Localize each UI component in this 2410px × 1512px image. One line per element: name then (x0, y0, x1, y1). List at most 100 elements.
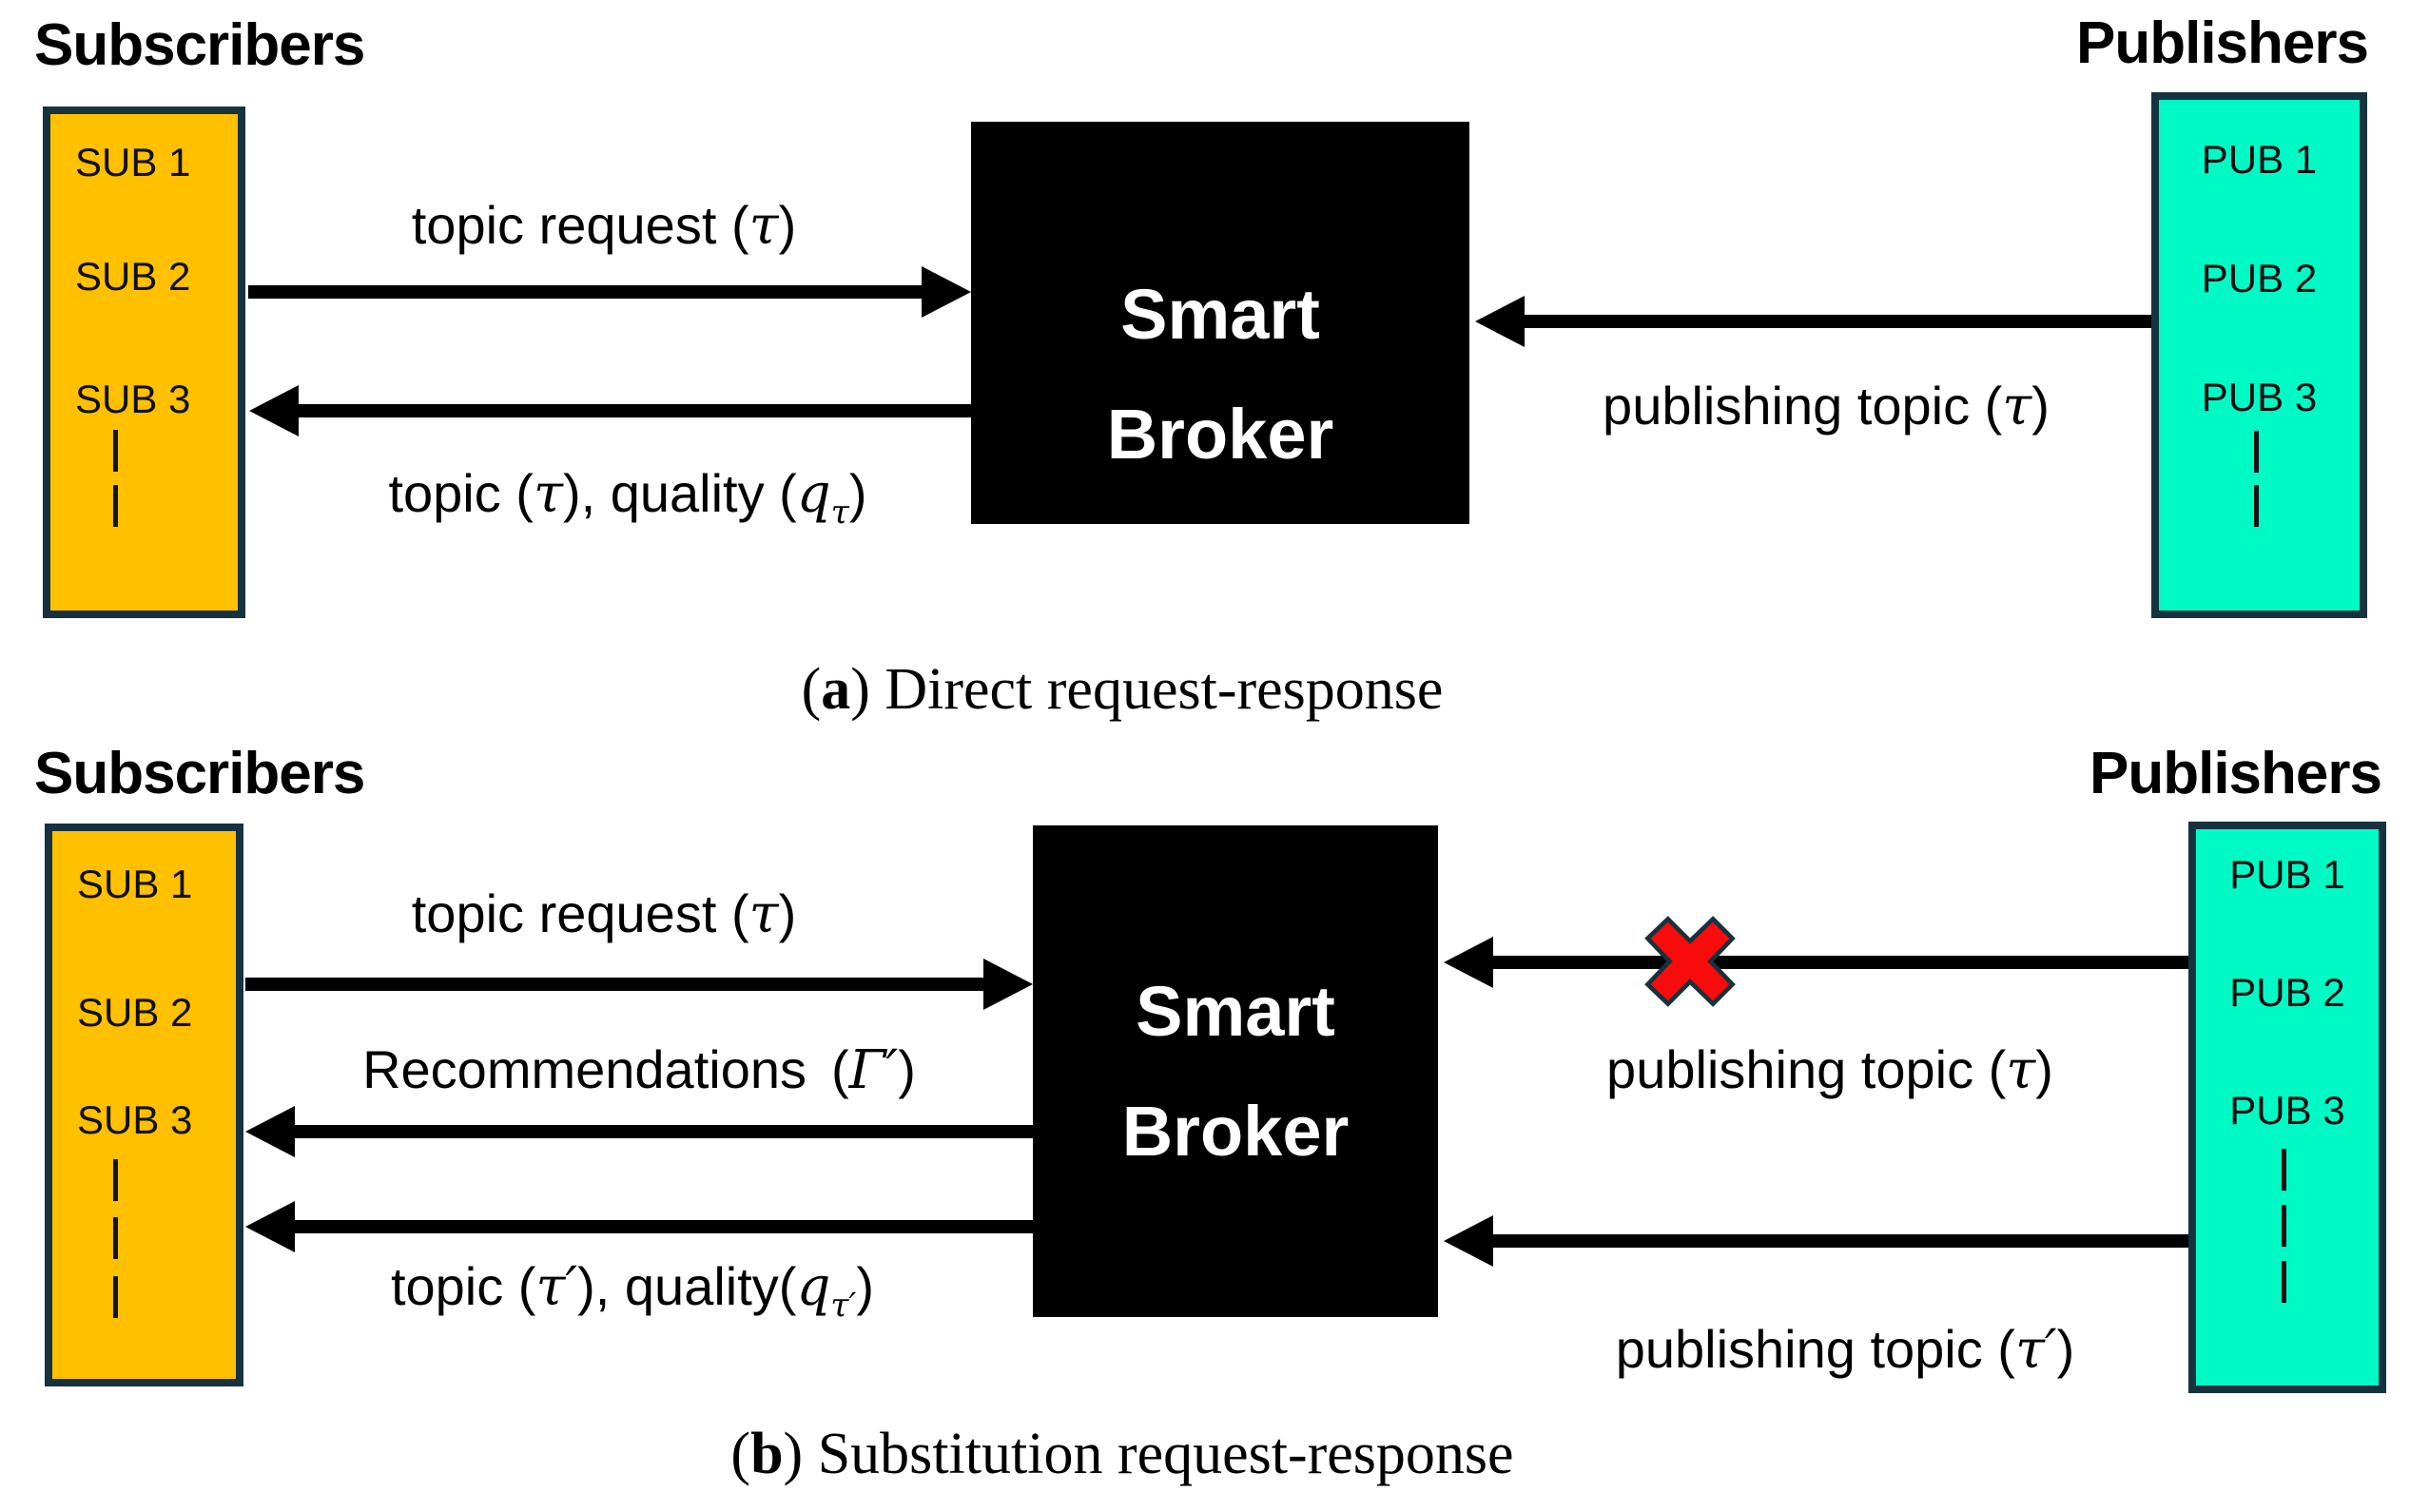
subscribers-box-b: SUB 1 SUB 2 SUB 3 (45, 824, 243, 1386)
math-symbol: q (796, 463, 831, 525)
list-item: PUB 2 (2201, 256, 2318, 300)
continuation-dash (2282, 1149, 2286, 1191)
continuation-dash (2254, 431, 2259, 473)
topic-request-arrow-b (245, 978, 985, 991)
continuation-dash (113, 1217, 118, 1259)
list-item: SUB 1 (75, 140, 191, 184)
list-item: SUB 3 (75, 377, 191, 421)
math-symbol: τ′ (2014, 1319, 2057, 1381)
math-symbol: τ′ (535, 1256, 578, 1318)
arrowhead-left-icon (1444, 1215, 1493, 1267)
continuation-dash (2282, 1261, 2286, 1303)
publishing-topic-arrow-a (1523, 315, 2151, 328)
label-text: ) (2056, 1319, 2075, 1379)
math-subscript: τ′ (830, 1287, 857, 1326)
broker-label-line: Smart (1120, 275, 1320, 354)
math-subscript: τ (830, 494, 849, 533)
publishing-topic-prime-arrow-b (1491, 1234, 2188, 1248)
topic-quality-label-a: topic (τ), quality (qτ) (257, 462, 999, 532)
label-text: ) (778, 883, 797, 943)
caption-paren: ) (783, 1422, 804, 1486)
list-item: SUB 1 (77, 862, 193, 906)
list-item: PUB 3 (2229, 1088, 2345, 1133)
list-item: PUB 2 (2229, 970, 2345, 1015)
list-item: SUB 3 (77, 1097, 193, 1142)
broker-label-line: Smart (1136, 971, 1335, 1051)
publishers-heading-a: Publishers (2076, 10, 2369, 76)
continuation-dash (113, 1276, 118, 1318)
label-text: ), quality ( (562, 463, 797, 523)
subscribers-heading-b: Subscribers (34, 741, 365, 806)
math-symbol: q (796, 1256, 831, 1318)
label-text: ) (848, 463, 867, 523)
caption-paren: ( (801, 657, 822, 722)
label-text: publishing topic ( (1606, 1039, 2007, 1099)
arrowhead-right-icon (922, 266, 971, 318)
math-symbol: Γ′ (848, 1039, 899, 1101)
subscribers-box-a: SUB 1 SUB 2 SUB 3 (43, 107, 245, 618)
list-item: PUB 3 (2201, 375, 2318, 419)
continuation-dash (2254, 485, 2259, 527)
list-item: SUB 2 (75, 254, 191, 299)
math-symbol: τ (748, 883, 779, 945)
label-text: ), quality( (577, 1256, 797, 1316)
arrowhead-left-icon (249, 385, 299, 436)
caption-text: Substitution request-response (817, 1422, 1514, 1486)
label-text: topic request ( (411, 883, 749, 943)
label-text: ) (898, 1039, 916, 1099)
label-text: ) (2031, 376, 2050, 436)
math-symbol: τ (2006, 1039, 2036, 1101)
topic-request-label-b: topic request (τ) (238, 882, 970, 945)
continuation-dash (113, 1159, 118, 1201)
arrowhead-right-icon (983, 959, 1033, 1010)
list-item: PUB 1 (2201, 137, 2318, 182)
topic-request-arrow-a (248, 285, 923, 299)
caption-a: (a) Direct request-response (190, 656, 2054, 724)
topic-quality-arrow-a (297, 404, 971, 417)
publishers-heading-b: Publishers (2089, 741, 2382, 806)
arrowhead-left-icon (1444, 937, 1493, 988)
caption-paren: ) (850, 657, 870, 722)
caption-letter: b (750, 1422, 784, 1486)
label-text: ) (856, 1256, 875, 1316)
label-text: publishing topic ( (1603, 376, 2003, 436)
label-text: topic ( (388, 463, 534, 523)
publishers-box-a: PUB 1 PUB 2 PUB 3 (2151, 92, 2367, 618)
publishing-topic-blocked-arrow-b (1491, 956, 2188, 969)
label-text: Recommendations (362, 1039, 807, 1099)
publishing-topic-label-a: publishing topic (τ) (1493, 375, 2159, 437)
smart-broker-box-b: Smart Broker (1033, 825, 1438, 1317)
recommendations-arrow-b (293, 1125, 1033, 1138)
caption-letter: a (821, 657, 851, 722)
blocked-cross-icon (1644, 916, 1736, 1007)
list-item: SUB 2 (77, 990, 193, 1035)
continuation-dash (2282, 1205, 2286, 1247)
math-symbol: τ (2002, 376, 2032, 437)
math-symbol: τ (533, 463, 563, 525)
topic-quality-arrow-b (293, 1220, 1033, 1233)
topic-quality-label-b: topic (τ′), quality(qτ′) (257, 1255, 1008, 1325)
caption-b: (b) Substitution request-response (190, 1421, 2054, 1488)
recommendations-label-b: Recommendations (Γ′) (249, 1038, 1029, 1101)
continuation-dash (113, 430, 118, 472)
broker-label-line: Broker (1121, 1091, 1350, 1171)
topic-request-label-a: topic request (τ) (238, 194, 970, 257)
math-symbol: τ (748, 195, 779, 257)
smart-broker-box-a: Smart Broker (971, 122, 1469, 524)
arrowhead-left-icon (245, 1106, 295, 1157)
arrowhead-left-icon (245, 1201, 295, 1252)
publishing-topic-label-b: publishing topic (τ) (1497, 1038, 2163, 1101)
label-text: ) (778, 195, 797, 255)
caption-text: Direct request-response (884, 657, 1444, 722)
subscribers-heading-a: Subscribers (34, 12, 365, 78)
list-item: PUB 1 (2229, 852, 2345, 897)
broker-label-line: Broker (1106, 394, 1334, 474)
label-text: ( (831, 1039, 849, 1099)
caption-paren: ( (730, 1422, 751, 1486)
arrowhead-left-icon (1475, 296, 1525, 347)
label-text: topic request ( (411, 195, 749, 255)
label-text: topic ( (390, 1256, 536, 1316)
publishing-topic-prime-label-b: publishing topic (τ′) (1512, 1318, 2178, 1381)
label-text: publishing topic ( (1615, 1319, 2015, 1379)
